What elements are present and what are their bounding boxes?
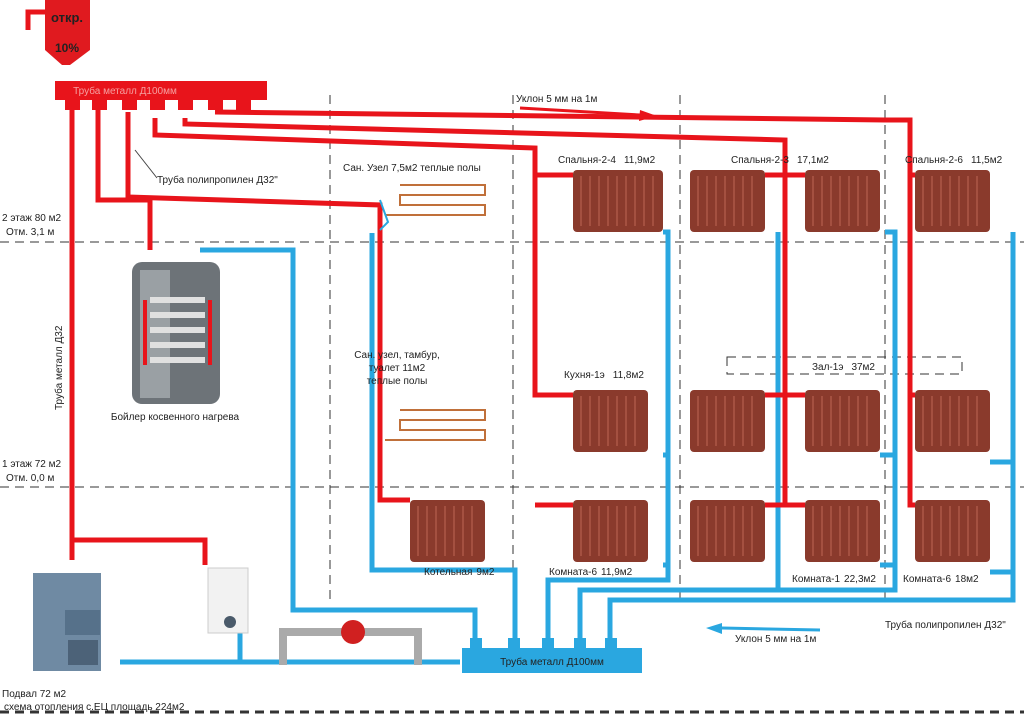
total-area: схема отопления с.ЕЦ площадь 224м2	[4, 702, 185, 713]
floor-2-level: Отм. 3,1 м	[6, 227, 54, 238]
return-header-label: Труба металл Д100мм	[500, 656, 604, 668]
tank-percent: 10%	[55, 41, 79, 55]
room-name: Котельная	[424, 567, 472, 578]
boiler-tank-label: Бойлер косвенного нагрева	[111, 412, 240, 423]
room-area: 18м2	[955, 574, 979, 585]
room-name: Кухня-1э	[564, 370, 605, 381]
room-area: 11,9м2	[601, 567, 633, 578]
radiator	[573, 170, 663, 232]
radiator	[805, 500, 880, 562]
room-name: Комната-1	[792, 574, 840, 585]
slope-arrow-return	[721, 626, 821, 632]
slope-bottom-label: Уклон 5 мм на 1м	[735, 634, 816, 645]
radiator	[690, 170, 765, 232]
tank-label: откр.	[51, 10, 83, 25]
floor-heating-lower-label: теплые полы	[367, 376, 428, 387]
circulation-pump	[279, 620, 422, 665]
room-name: Спальня-2-6	[905, 155, 963, 166]
room-labels: Спальня-2-4 11,9м2 Спальня-2-3 17,1м2 Спал…	[424, 155, 1003, 585]
return-pipe-note: Труба полипропилен Д32"	[885, 619, 1006, 631]
floor-heating-loop-upper	[379, 184, 486, 231]
room-area: 22,3м2	[844, 574, 876, 585]
room-area: 37м2	[851, 362, 875, 373]
floor-heating-upper-label: Сан. Узел 7,5м2 теплые полы	[343, 163, 481, 174]
riser-label: Труба металл Д32	[53, 325, 65, 410]
slope-arrow-head	[706, 623, 722, 634]
svg-text:Спальня-2-411,9м2: Спальня-2-4 11,9м2	[558, 155, 656, 166]
radiators	[410, 170, 990, 562]
supply-header-label: Труба металл Д100мм	[73, 85, 177, 97]
expansion-tank: откр. 10%	[25, 0, 90, 65]
supply-header: Труба металл Д100мм	[55, 81, 267, 110]
return-header: Труба металл Д100мм	[462, 638, 642, 673]
zone-dividers	[0, 95, 1024, 714]
room-area: 17,1м2	[797, 155, 829, 166]
radiator	[805, 170, 880, 232]
floor-heating-loop-lower	[385, 409, 486, 441]
leader-line	[134, 149, 158, 179]
radiator	[915, 390, 990, 452]
radiator	[573, 500, 648, 562]
return-pipes	[120, 229, 1016, 665]
svg-text:Спальня-2-611,5м2: Спальня-2-6 11,5м2	[905, 155, 1003, 166]
room-name: Спальня-2-4	[558, 155, 616, 166]
radiator	[410, 500, 485, 562]
supply-pipe-note: Труба полипропилен Д32"	[157, 174, 278, 186]
basement-name: Подвал 72 м2	[2, 689, 67, 700]
room-name: Зал-1э	[812, 362, 843, 373]
room-area: 11,9м2	[624, 155, 656, 166]
room-name: Комната-6	[903, 574, 951, 585]
radiator	[915, 500, 990, 562]
radiator	[915, 170, 990, 232]
solid-fuel-boiler	[33, 573, 101, 671]
svg-text:Комната-122,3м2: Комната-1 22,3м2	[792, 574, 876, 585]
room-name: Спальня-2-3	[731, 155, 789, 166]
floor-heating-lower-label: Сан. узел, тамбур,	[354, 349, 440, 361]
supply-pipes	[69, 100, 915, 565]
radiator	[573, 390, 648, 452]
radiator	[805, 390, 880, 452]
floor-heating-lower-label: туалет 11м2	[369, 363, 426, 374]
slope-top-label: Уклон 5 мм на 1м	[516, 94, 597, 105]
room-area: 11,8м2	[613, 370, 645, 381]
radiator	[690, 390, 765, 452]
floor-1-level: Отм. 0,0 м	[6, 473, 54, 484]
floor-1-name: 1 этаж 72 м2	[2, 459, 61, 470]
room-area: 9м2	[476, 567, 494, 578]
svg-text:Комната-611,9м2: Комната-6 11,9м2	[549, 567, 633, 578]
radiator	[690, 500, 765, 562]
room-area: 11,5м2	[971, 155, 1003, 166]
room-name: Комната-6	[549, 567, 597, 578]
svg-text:Спальня-2-317,1м2: Спальня-2-3 17,1м2	[731, 155, 829, 166]
gas-boiler	[207, 567, 249, 634]
indirect-boiler: Бойлер косвенного нагрева	[111, 262, 240, 423]
floor-2-name: 2 этаж 80 м2	[2, 213, 61, 224]
